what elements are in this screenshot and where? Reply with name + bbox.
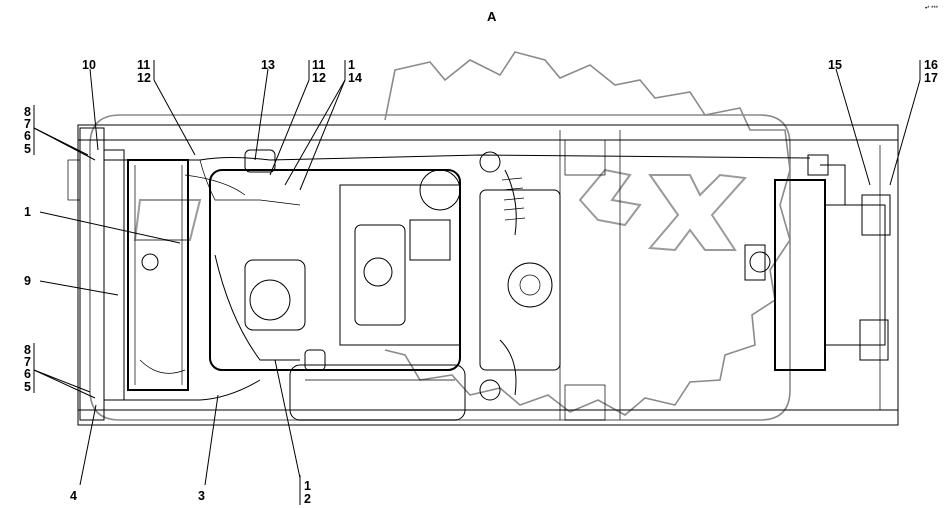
callout-16: 16 xyxy=(924,58,938,72)
callout-6-lower: 6 xyxy=(24,367,31,381)
callout-3: 3 xyxy=(198,489,205,503)
corner-mark: •* *** xyxy=(925,6,939,12)
turbo-transmission xyxy=(479,169,561,396)
leader-lines xyxy=(33,60,921,505)
callout-1-left: 1 xyxy=(24,205,31,219)
wiring-harness xyxy=(104,149,811,401)
callout-15: 15 xyxy=(828,58,842,72)
callout-4: 4 xyxy=(70,489,77,503)
callout-7-upper: 7 xyxy=(24,117,31,131)
radiator xyxy=(67,127,189,421)
callout-9: 9 xyxy=(24,274,31,288)
callout-12-top-mid: 12 xyxy=(312,71,326,85)
callout-17: 17 xyxy=(924,71,938,85)
view-label: A xyxy=(487,9,497,24)
callout-11-top-mid: 11 xyxy=(312,58,325,72)
callout-10: 10 xyxy=(82,58,96,72)
callout-5-lower: 5 xyxy=(24,380,31,394)
callout-11-top-left: 11 xyxy=(137,58,150,72)
rear-flange-assembly xyxy=(744,154,891,371)
callout-8-upper: 8 xyxy=(24,105,31,119)
engine-block xyxy=(209,151,501,421)
gear-watermark xyxy=(89,51,791,421)
callout-1-bottom: 1 xyxy=(304,479,311,493)
callout-labels: 10 11 12 13 11 12 1 14 15 16 17 8 7 6 5 … xyxy=(24,58,938,506)
chassis-frame xyxy=(77,124,899,426)
callout-8-lower: 8 xyxy=(24,343,31,357)
callout-14: 14 xyxy=(348,71,362,85)
callout-1-top: 1 xyxy=(348,58,355,72)
callout-6-upper: 6 xyxy=(24,129,31,143)
callout-13: 13 xyxy=(261,58,275,72)
callout-12-top-left: 12 xyxy=(137,71,151,85)
callout-7-lower: 7 xyxy=(24,355,31,369)
callout-5-upper: 5 xyxy=(24,142,31,156)
callout-2: 2 xyxy=(304,492,311,506)
